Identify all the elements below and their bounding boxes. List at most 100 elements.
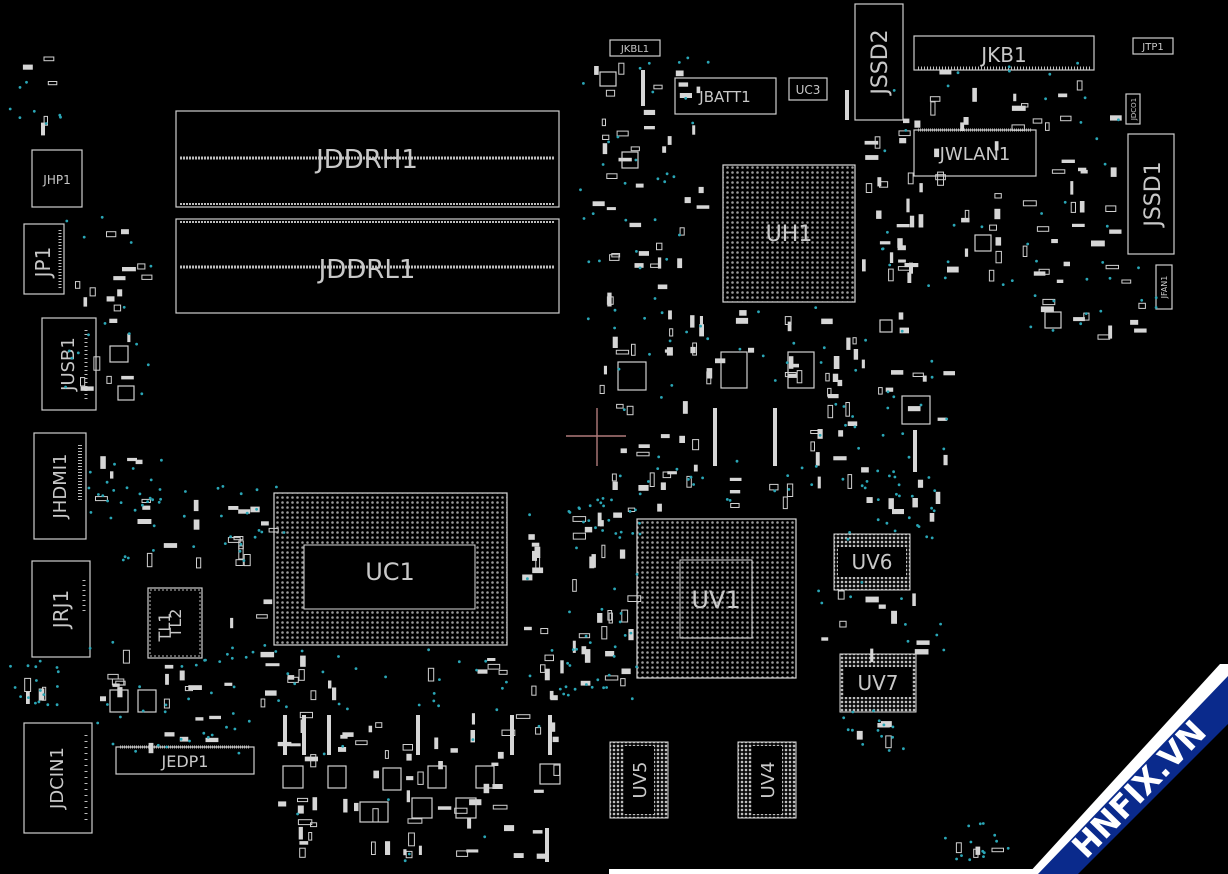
smd-pad	[297, 805, 304, 814]
via	[605, 686, 608, 689]
uv1-label: UV1	[691, 586, 740, 614]
via	[417, 703, 421, 707]
vram-uv6[interactable]: UV6	[833, 533, 911, 591]
via	[226, 652, 229, 656]
via	[842, 405, 846, 408]
hdmi-port[interactable]: JHDMI1	[33, 432, 87, 540]
via	[8, 107, 12, 111]
via	[180, 665, 184, 668]
via	[573, 687, 577, 691]
smd-pad	[487, 663, 501, 670]
ddr-slot-high[interactable]: JDDRH1	[175, 110, 560, 208]
smd-pad	[889, 252, 894, 263]
vram-uv4[interactable]: UV4	[737, 741, 797, 819]
ssd-slot-1[interactable]: JSSD1	[1127, 133, 1175, 255]
via	[610, 498, 613, 502]
vram-uv5[interactable]: UV5	[609, 741, 669, 819]
wlan-connector[interactable]: JWLAN1	[913, 128, 1037, 177]
smd-pad	[528, 534, 535, 540]
smd-pad	[1134, 328, 1147, 333]
via	[982, 851, 986, 855]
via	[968, 858, 972, 862]
via	[263, 644, 267, 647]
lan-transformer[interactable]: TL2 TL1	[147, 587, 203, 659]
smd-pad	[918, 214, 924, 228]
via	[586, 317, 590, 321]
smd-pad	[230, 617, 234, 629]
touchpad-connector[interactable]: JTP1	[1132, 37, 1174, 55]
via	[82, 235, 86, 239]
via	[881, 433, 885, 437]
via	[106, 499, 109, 503]
smd-pad	[912, 498, 918, 508]
watermark-logo: HNFIX.VN	[1028, 664, 1228, 874]
via	[932, 509, 936, 513]
smd-pad	[572, 516, 587, 522]
via	[70, 356, 74, 360]
thin-part	[327, 715, 331, 755]
smd-pad	[535, 727, 542, 735]
via	[25, 80, 28, 84]
rj45-port[interactable]: JRJ1	[31, 560, 91, 658]
component-outline	[455, 797, 477, 819]
via	[238, 549, 242, 553]
smd-pad	[122, 267, 136, 272]
battery-connector[interactable]: JBATT1	[674, 77, 777, 115]
smd-pad	[878, 387, 883, 395]
smd-pad	[1058, 93, 1068, 98]
vram-uv7[interactable]: UV7	[839, 653, 917, 713]
via	[27, 696, 30, 699]
via	[851, 728, 854, 732]
via	[907, 516, 911, 520]
smd-pad	[912, 593, 916, 606]
ddr-slot-low[interactable]: JDDRL1	[175, 218, 560, 314]
via	[881, 247, 884, 251]
pch-uh1[interactable]: UH1	[722, 164, 856, 303]
headphone-jack[interactable]: JHP1	[31, 149, 83, 208]
smd-pad	[667, 136, 672, 145]
fan-connector[interactable]: JFAN1	[1155, 264, 1173, 310]
smd-pad	[1045, 122, 1050, 131]
smd-pad	[581, 646, 587, 655]
via	[841, 477, 845, 481]
via	[819, 361, 823, 364]
smd-pad	[113, 276, 126, 281]
smd-pad	[375, 722, 383, 728]
smd-pad	[631, 343, 636, 356]
via	[930, 359, 934, 363]
via	[651, 90, 655, 94]
via	[138, 492, 142, 496]
smd-pad	[879, 181, 889, 188]
via	[618, 620, 622, 624]
via	[230, 656, 234, 660]
via	[786, 474, 790, 477]
uv6-label: UV6	[851, 550, 892, 574]
via	[773, 489, 777, 493]
via	[587, 519, 591, 522]
smd-pad	[47, 81, 58, 86]
jdco1-connector[interactable]: JDCO1	[1125, 93, 1141, 125]
via	[471, 738, 475, 741]
via	[638, 66, 642, 70]
smd-pad	[898, 259, 906, 263]
cpu-uc1[interactable]: UC1	[273, 492, 508, 646]
via	[1105, 224, 1109, 228]
via	[1095, 137, 1099, 141]
ssd-slot-2[interactable]: JSSD2	[854, 3, 904, 121]
component-outline	[901, 395, 931, 425]
smd-pad	[827, 404, 834, 419]
component-outline	[109, 345, 129, 363]
via	[149, 478, 153, 482]
jp1-connector[interactable]: JP1	[23, 223, 65, 295]
gpu-uv1[interactable]: UV1	[636, 518, 797, 679]
keyboard-connector[interactable]: JKB1	[913, 35, 1095, 71]
usb-port[interactable]: JUSB1	[41, 317, 97, 411]
dc-in-jack[interactable]: JDCIN1	[23, 722, 93, 834]
via	[575, 546, 578, 550]
smd-pad	[342, 732, 354, 737]
edp-connector[interactable]: JEDP1	[115, 745, 255, 775]
smd-pad	[299, 841, 309, 845]
via	[192, 545, 196, 548]
uc3-chip[interactable]: UC3	[788, 77, 828, 101]
keyboard-backlight-connector[interactable]: JKBL1	[609, 39, 661, 57]
